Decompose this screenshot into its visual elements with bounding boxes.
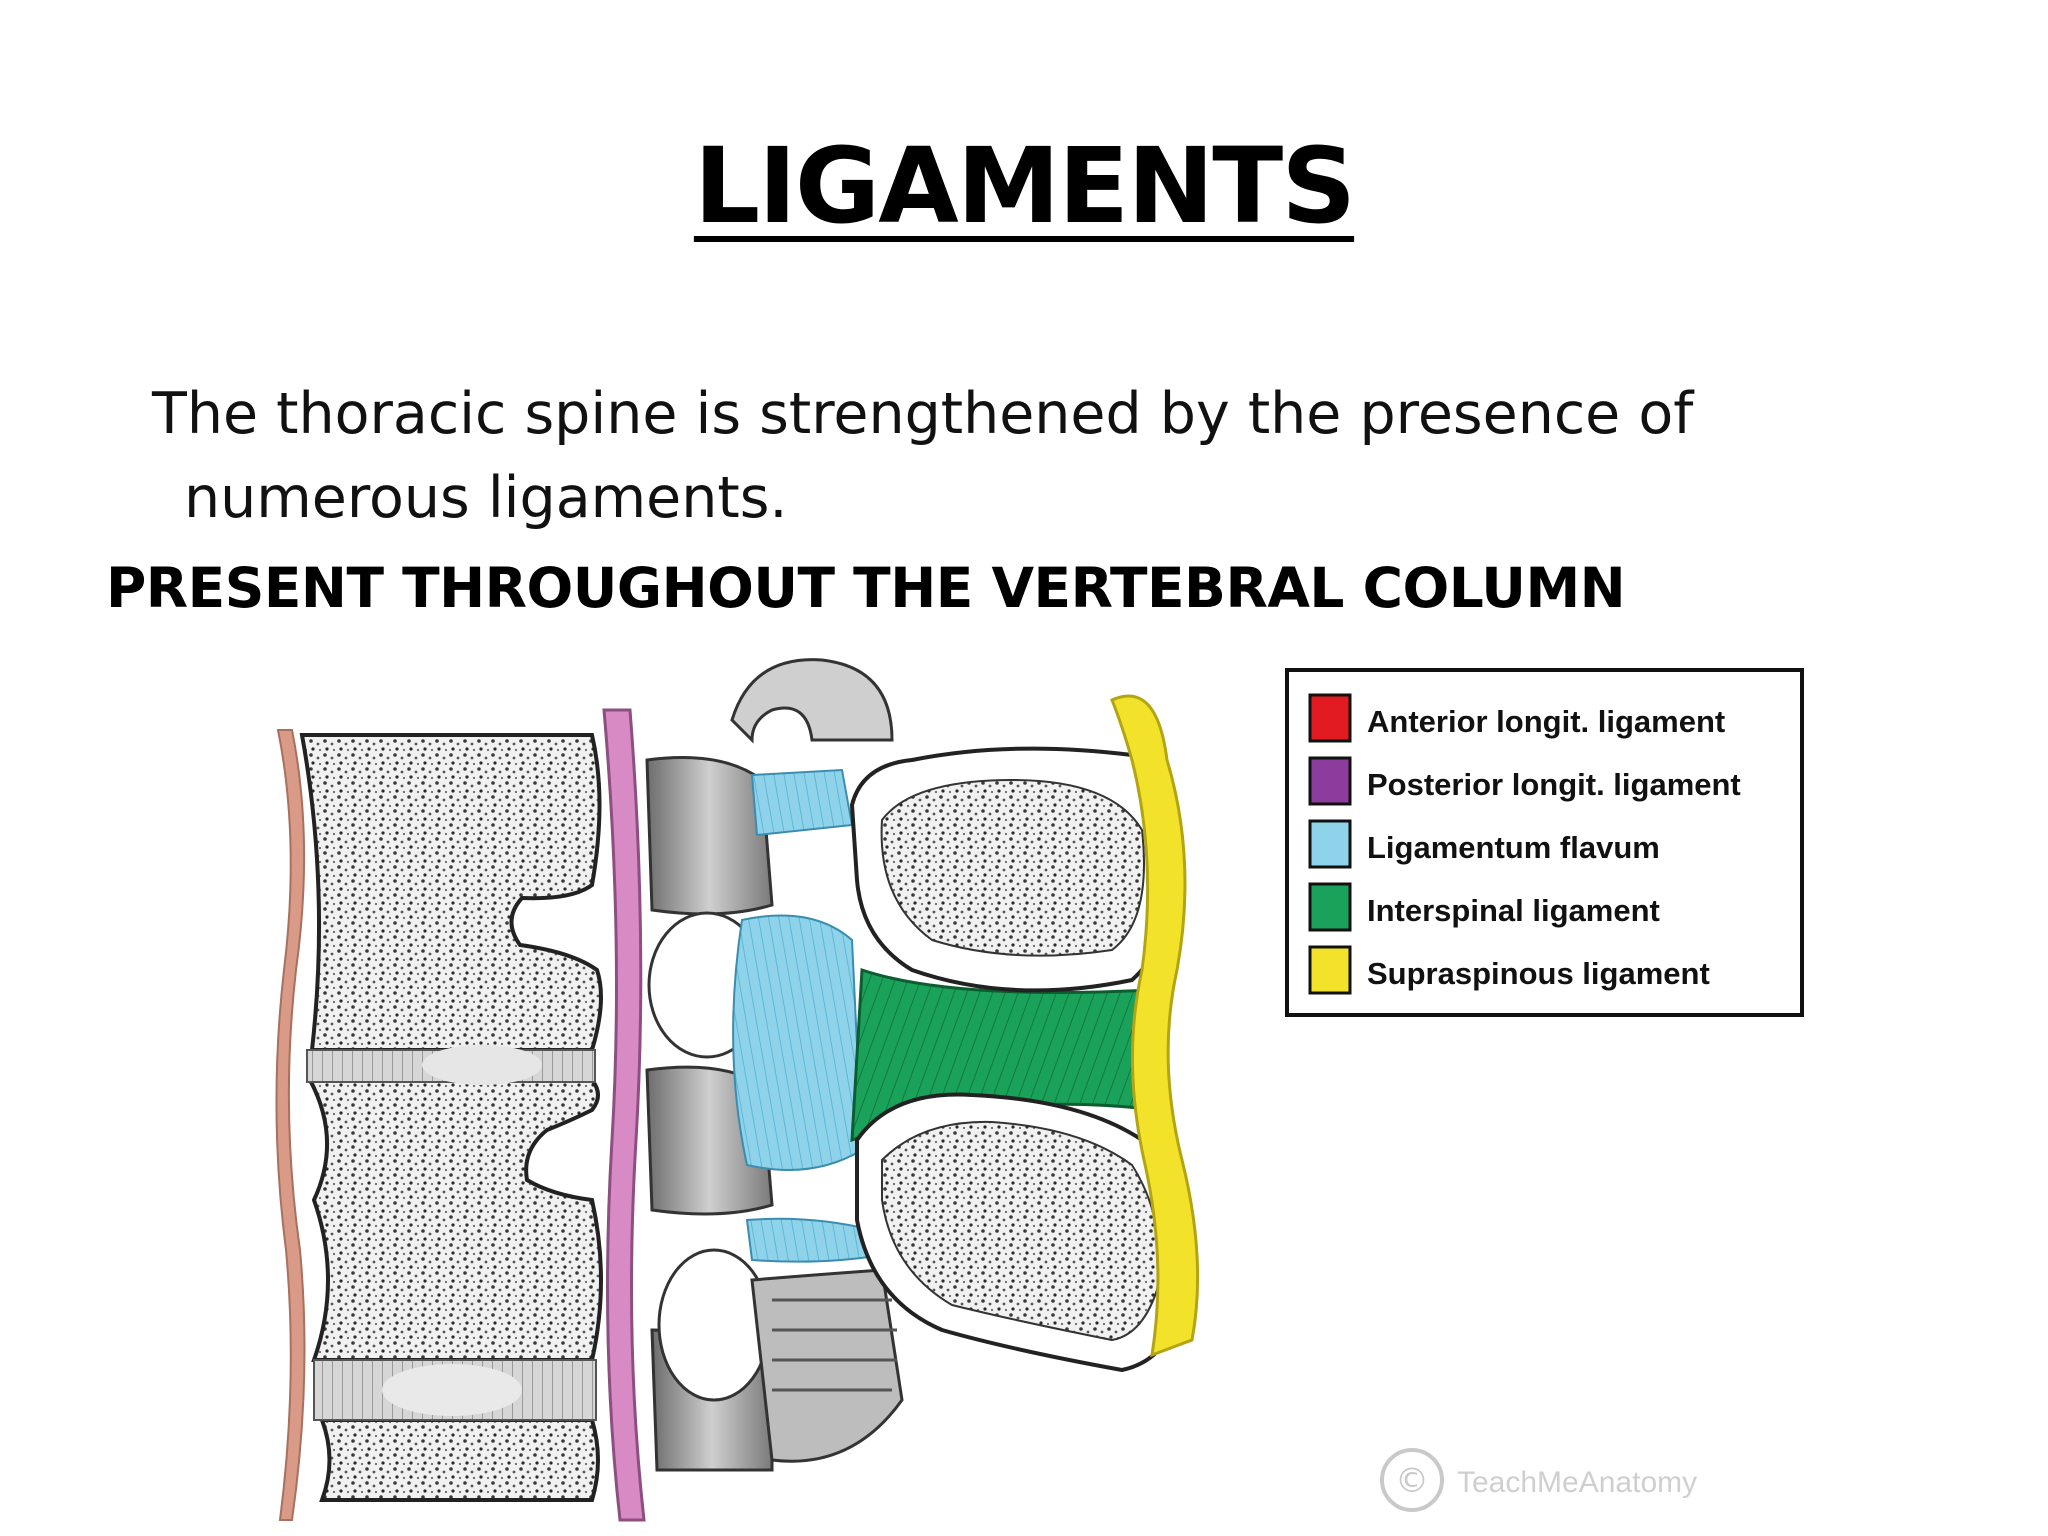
spine-ligament-diagram: Anterior longit. ligament Posterior long… bbox=[275, 658, 1804, 1522]
legend-label-flavum: Ligamentum flavum bbox=[1367, 830, 1660, 865]
copyright-icon bbox=[1380, 1448, 1444, 1512]
section-subheading: PRESENT THROUGHOUT THE VERTEBRAL COLUMN bbox=[106, 556, 1626, 620]
intervertebral-foramen-lower bbox=[657, 1248, 771, 1402]
vertebral-body-lower bbox=[319, 1418, 600, 1502]
legend-swatch-interspinal bbox=[1308, 882, 1352, 932]
legend-swatch-anterior bbox=[1308, 693, 1352, 743]
posterior-longitudinal-ligament bbox=[602, 708, 646, 1522]
watermark: © TeachMeAnatomy bbox=[1380, 1448, 1697, 1512]
lamina-lower bbox=[750, 1268, 904, 1463]
supraspinous-ligament bbox=[1110, 694, 1200, 1358]
intro-paragraph: The thoracic spine is strengthened by th… bbox=[152, 372, 1752, 540]
disc-nucleus-upper bbox=[422, 1045, 542, 1085]
legend-label-anterior: Anterior longit. ligament bbox=[1367, 704, 1725, 739]
slide-title-text: LIGAMENTS bbox=[693, 125, 1356, 247]
ligamentum-flavum-upper bbox=[750, 768, 854, 837]
legend: Anterior longit. ligament Posterior long… bbox=[1285, 668, 1804, 1017]
articular-stripes bbox=[772, 1298, 897, 1392]
ligamentum-flavum-middle bbox=[732, 914, 864, 1171]
disc-nucleus-lower bbox=[382, 1364, 522, 1416]
legend-label-posterior: Posterior longit. ligament bbox=[1367, 767, 1741, 802]
vertebral-body-upper bbox=[299, 733, 603, 1052]
slide-title: LIGAMENTS bbox=[0, 125, 2048, 247]
spinous-process-upper-inner bbox=[880, 778, 1145, 957]
legend-swatch-posterior bbox=[1308, 756, 1352, 806]
intro-line-2: numerous ligaments. bbox=[184, 465, 788, 531]
legend-box bbox=[1285, 668, 1804, 1017]
anterior-longitudinal-ligament bbox=[275, 729, 306, 1521]
superior-articular-process bbox=[730, 658, 894, 744]
legend-swatch-supraspinous bbox=[1308, 945, 1352, 995]
legend-label-interspinal: Interspinal ligament bbox=[1367, 893, 1660, 928]
legend-swatch-flavum bbox=[1308, 819, 1352, 869]
watermark-symbol: © bbox=[1395, 1461, 1429, 1501]
intro-line-1: The thoracic spine is strengthened by th… bbox=[152, 381, 1694, 447]
legend-label-supraspinous: Supraspinous ligament bbox=[1367, 956, 1710, 991]
vertebral-body-middle bbox=[306, 1078, 603, 1362]
pedicle-upper bbox=[645, 756, 774, 916]
watermark-text: TeachMeAnatomy bbox=[1457, 1466, 1697, 1499]
